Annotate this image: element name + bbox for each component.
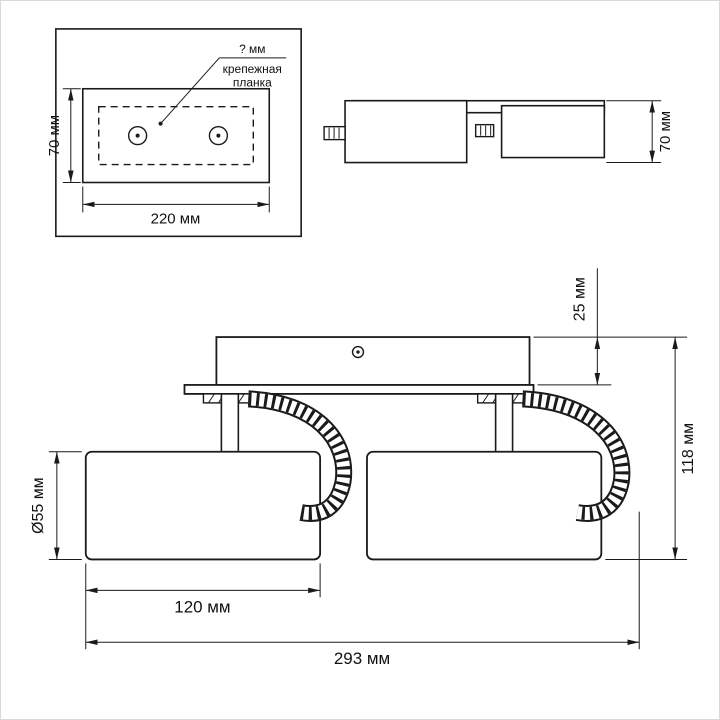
shade-left [84,450,322,561]
mount-plate-label-line1: крепежная [223,62,282,76]
side-view-right-block [500,104,606,159]
mount-plate-outline [81,87,271,184]
knurled-screw-left [323,125,346,141]
top-view-width-dim-label: 220 мм [151,210,201,227]
front-view: 25 мм 118 мм Ø55 мм 120 мм 293 мм [30,268,697,668]
mount-bar [183,384,535,395]
stem-right [494,393,514,453]
canopy-height-dim-label: 25 мм [571,277,588,321]
side-view: 70 мм [323,99,674,164]
side-view-height-dim-label: 70 мм [657,111,674,152]
flex-hose-right [522,390,631,522]
flex-hose-left [247,390,353,522]
canopy-box [215,336,531,386]
shade-diameter-dim-label: Ø55 мм [30,477,47,533]
side-view-left-block [344,99,468,164]
top-view: ? мм крепежная планка 70 мм 220 мм [46,28,302,238]
top-view-height-dim-label: 70 мм [46,115,63,156]
mount-hole-left-center [135,133,140,138]
hole-spacing-label: ? мм [239,42,265,56]
shade-width-dim-label: 120 мм [174,597,230,616]
knurled-screw-middle [474,123,495,138]
total-height-dim-label: 118 мм [680,423,697,475]
canopy-screw-center [356,350,360,354]
shade-right [366,450,603,561]
stem-left [220,393,240,453]
total-width-dim-label: 293 мм [334,649,390,668]
mount-plate-label-line2: планка [233,76,272,90]
mount-hole-right-center [216,133,221,138]
leader-line-diagonal [160,57,220,124]
